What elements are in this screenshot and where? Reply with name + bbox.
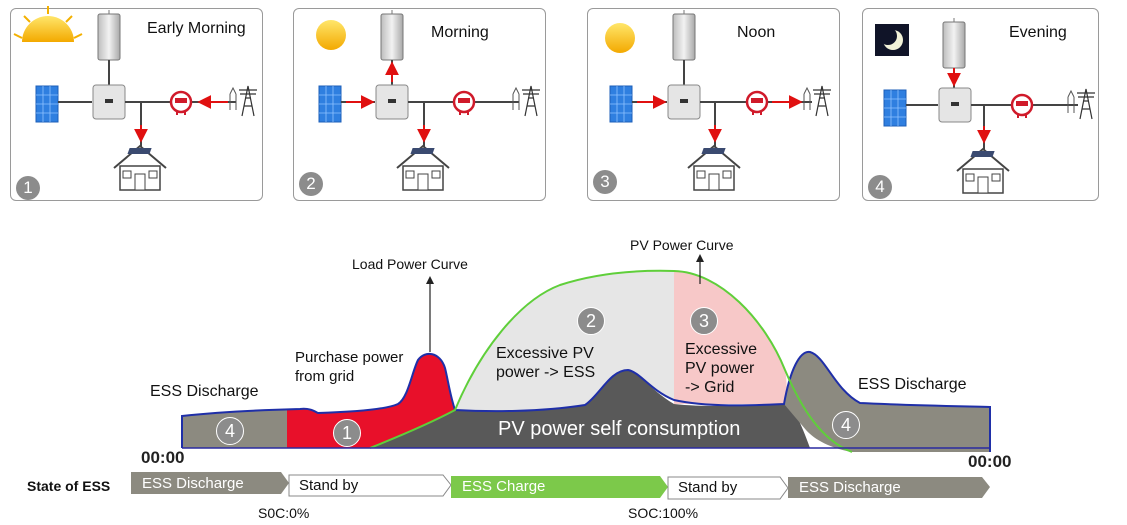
soc-low-label: S0C:0% (258, 505, 310, 521)
panel-title: Early Morning (147, 20, 246, 37)
excess-to-ess-label: Excessive PV power -> ESS (496, 345, 596, 381)
inverter-icon (667, 84, 701, 120)
pv-curve-line (369, 269, 853, 453)
house-icon (396, 145, 450, 191)
self-consumption-label: PV power self consumption (498, 418, 741, 440)
panel3-drawing (605, 9, 832, 191)
panel-title: Evening (1009, 24, 1067, 41)
stage-stand-by (288, 474, 452, 497)
solar-panel-icon (35, 85, 59, 123)
pv-power-curve-label: PV Power Curve (630, 237, 734, 253)
solar-panel-icon (609, 85, 633, 123)
soc-high-label: SOC:100% (628, 505, 699, 521)
region-badge-1: 1 (333, 419, 361, 447)
stage-stand-by-2 (667, 476, 789, 500)
panel-number-badge: 2 (299, 172, 323, 196)
house-icon (687, 145, 741, 191)
battery-icon (97, 9, 121, 61)
meter-icon (452, 90, 476, 117)
stage-label-ess-discharge-2: ESS Discharge (799, 479, 901, 496)
region-grid-purchase (287, 353, 455, 448)
stage-ess-charge (451, 476, 668, 498)
panel1-drawing (13, 6, 258, 191)
panel-number-badge: 4 (868, 175, 892, 199)
stage-label-ess-charge: ESS Charge (462, 478, 546, 495)
battery-icon (380, 9, 404, 61)
stage-ess-discharge-2 (788, 477, 990, 498)
sun-icon (605, 23, 635, 53)
time-end-label: 00:00 (968, 452, 1012, 471)
region-badge-2: 2 (577, 307, 605, 335)
house-icon (113, 145, 167, 191)
moon-icon (875, 24, 909, 56)
region-excess-to-ess (455, 270, 674, 412)
battery-icon (672, 9, 696, 61)
meter-icon (1010, 93, 1034, 120)
stage-label-ess-discharge: ESS Discharge (142, 475, 244, 492)
house-icon (956, 148, 1010, 194)
sunrise-icon (13, 6, 83, 42)
region-badge-4-right: 4 (832, 411, 860, 439)
region-badge-3: 3 (690, 307, 718, 335)
region-self-consumption (370, 370, 810, 448)
region-badge-4-left: 4 (216, 417, 244, 445)
battery-icon (942, 17, 966, 69)
panel4-drawing (875, 17, 1096, 194)
time-start-label: 00:00 (141, 448, 185, 467)
state-of-ess-title: State of ESS (27, 478, 111, 494)
meter-icon (169, 90, 193, 117)
meter-icon (745, 90, 769, 117)
purchase-power-label: Purchase power from grid (295, 349, 404, 385)
panel-number-badge: 3 (593, 170, 617, 194)
panel-title: Noon (737, 24, 776, 41)
excess-to-grid-label: Excessive PV power -> Grid (685, 341, 758, 396)
panel2-drawing (316, 9, 541, 191)
region-ess-discharge-right (784, 351, 990, 452)
ess-state-bar (131, 472, 990, 500)
sun-icon (316, 20, 346, 50)
stage-ess-discharge (131, 472, 289, 494)
panel-number-badge: 1 (16, 176, 40, 200)
load-power-curve-label: Load Power Curve (352, 256, 468, 272)
ess-discharge-left-label: ESS Discharge (150, 383, 259, 400)
inverter-icon (92, 84, 126, 120)
inverter-icon (938, 87, 972, 123)
stage-label-stand-by: Stand by (299, 477, 359, 494)
ess-discharge-right-label: ESS Discharge (858, 376, 967, 393)
panel-title: Morning (431, 24, 489, 41)
inverter-icon (375, 84, 409, 120)
solar-panel-icon (883, 89, 907, 127)
region-excess-to-grid (674, 271, 787, 404)
solar-panel-icon (318, 85, 342, 123)
load-curve-line (181, 350, 991, 452)
stage-label-stand-by-2: Stand by (678, 479, 738, 496)
